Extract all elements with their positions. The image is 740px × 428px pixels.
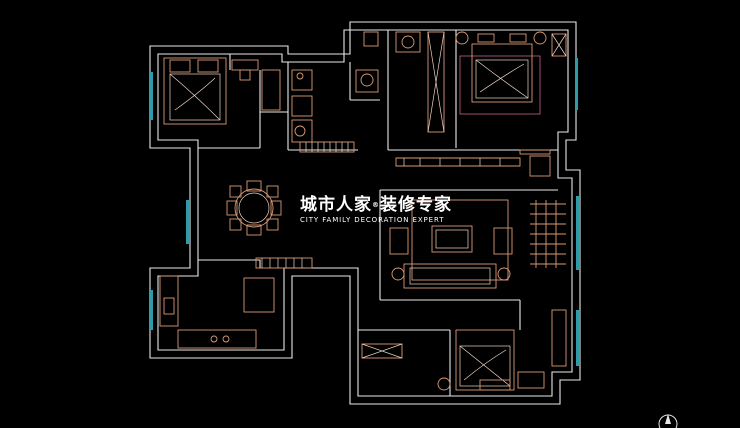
master-bath <box>363 31 445 133</box>
watermark-title-part2: 装修专家 <box>380 195 452 215</box>
compass-icon <box>658 414 678 428</box>
bedroom-1 <box>163 57 281 125</box>
watermark-registered: ® <box>372 201 380 209</box>
master-bedroom <box>455 31 567 177</box>
windows <box>150 58 579 366</box>
bedroom-3 <box>361 309 567 391</box>
bathroom <box>291 69 379 153</box>
watermark: 城市人家®装修专家 CITY FAMILY DECORATION EXPERT <box>300 195 452 225</box>
watermark-subtitle: CITY FAMILY DECORATION EXPERT <box>300 216 445 224</box>
kitchen <box>159 257 313 349</box>
dining <box>226 180 282 236</box>
shelving <box>530 200 566 268</box>
watermark-title: 城市人家®装修专家 <box>300 195 452 215</box>
living-room <box>389 157 521 289</box>
watermark-title-part1: 城市人家 <box>300 195 372 215</box>
